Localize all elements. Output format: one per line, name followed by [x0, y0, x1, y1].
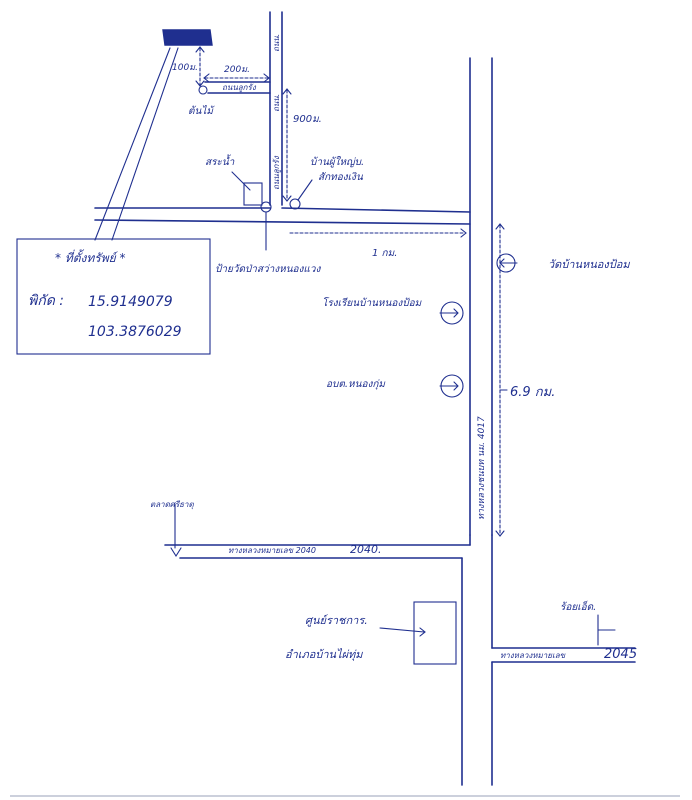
label-6-9km: 6.9 กม.	[510, 385, 555, 400]
dimension-200m	[203, 73, 270, 83]
label-highway-2045-number: 2045	[604, 647, 637, 662]
label-road-top: ถนน.	[272, 34, 281, 52]
highway-4017	[469, 57, 493, 536]
label-school: โรงเรียนบ้านหนองป้อม	[322, 297, 423, 309]
upper-horizontal-road	[94, 207, 471, 225]
label-highway-2045: ทางหลวงหมายเลข	[500, 651, 566, 660]
label-highway-2040-number: 2040.	[350, 543, 382, 556]
sign-marker	[260, 201, 272, 213]
label-tree: ต้นไม้	[188, 105, 215, 117]
label-900m: 900ม.	[293, 114, 322, 125]
info-coord-label: พิกัด :	[28, 293, 64, 309]
pond-pointer	[231, 171, 251, 191]
info-title: * ที่ตั้งทรัพย์ *	[55, 249, 126, 265]
temple-arrow	[499, 258, 518, 268]
pond-marker	[243, 182, 263, 206]
label-1km: 1 กม.	[372, 248, 397, 259]
property-info-box	[16, 238, 211, 355]
label-100m: 100ม.	[172, 63, 198, 73]
highway-2040	[164, 534, 493, 786]
label-highway-2040: ทางหลวงหมายเลข 2040	[228, 546, 316, 555]
info-latitude: 15.9149079	[88, 294, 173, 310]
label-200m: 200ม.	[224, 65, 250, 75]
label-house-1: บ้านผู้ใหญ่บ.	[310, 156, 364, 168]
label-temple: วัดบ้านหนองป้อม	[548, 258, 630, 271]
roi-et-direction-arrow	[597, 614, 616, 646]
dimension-1km	[289, 228, 467, 238]
office-arrow	[439, 381, 459, 391]
lane-road	[204, 81, 271, 94]
dimension-900m	[282, 88, 292, 202]
label-sign: ป้ายวัดป่าสว่างหนองแวง	[215, 263, 321, 275]
label-house-2: สักทองเงิน	[318, 171, 364, 183]
label-road-mid: ถนน.	[272, 94, 281, 112]
market-direction-arrow	[170, 503, 182, 558]
gov-center-arrow	[379, 627, 426, 637]
house-pointer	[297, 179, 313, 201]
highway-2045	[491, 647, 636, 663]
school-arrow	[439, 308, 459, 318]
label-road-dirt: ถนนลูกรัง	[272, 155, 282, 190]
label-highway-4017: ทางหลวงชนบท นม. 4017	[477, 416, 487, 520]
label-gov-center-2: อำเภอบ้านไผ่ทุ่ม	[285, 648, 363, 661]
label-market: ตลาดศรีธาตุ	[150, 500, 195, 510]
dimension-100m	[195, 46, 205, 87]
label-roi-et: ร้อยเอ็ด.	[560, 600, 596, 613]
info-longitude: 103.3876029	[88, 324, 182, 340]
tree-marker	[198, 85, 208, 95]
dimension-6-9km	[495, 223, 508, 537]
label-lane: ถนนลูกรัง	[222, 83, 257, 93]
label-pond: สระน้ำ	[205, 154, 235, 168]
gov-center-marker	[413, 601, 457, 665]
label-gov-center-1: ศูนย์ราชการ.	[305, 614, 368, 627]
label-office: อบต.หนองกุ่ม	[326, 379, 386, 390]
vertical-dirt-road	[269, 11, 283, 206]
